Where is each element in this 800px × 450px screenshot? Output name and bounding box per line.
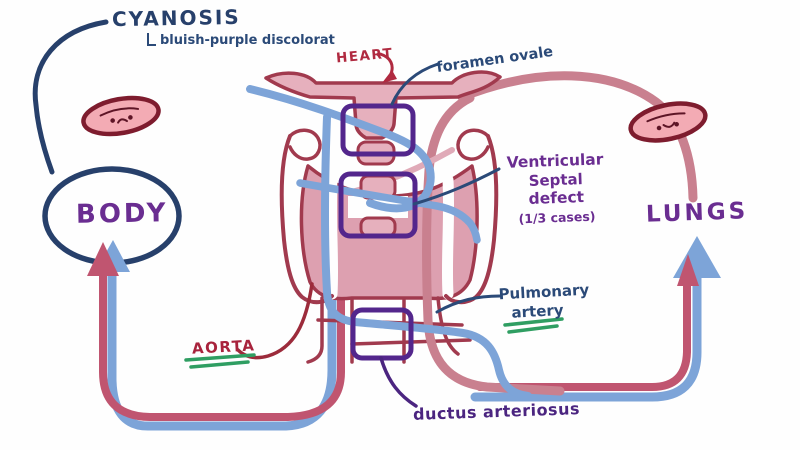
- blue-vertical-ductus-vessel: [321, 113, 532, 400]
- lungs-label: LUNGS: [645, 198, 749, 228]
- lungs-arrow-icon: [673, 236, 721, 278]
- heart-right-auricle: [456, 128, 490, 161]
- heart-arrow-icon: [382, 70, 397, 83]
- vsd-line3: defect: [528, 187, 585, 208]
- ventricular-septal-defect-label: Ventricular Septal defect (1/3 cases): [493, 150, 619, 227]
- cyanosis-subtitle-text: bluish-purple discolorat: [160, 33, 335, 48]
- sad-red-blood-cell: [81, 95, 161, 137]
- heart-channel-left: [325, 174, 339, 300]
- artery-underline-icon: [503, 317, 564, 334]
- lungs-circuit-rose-vessel: [457, 71, 698, 203]
- lungs-arrow-red-icon: [677, 254, 699, 286]
- cyanosis-subtitle: bluish-purple discolorat: [147, 31, 335, 48]
- vsd-pointer-line: [412, 167, 501, 206]
- foramen-pointer-line: [390, 62, 440, 106]
- heart-left-wall: [279, 134, 334, 305]
- body-label: BODY: [75, 198, 169, 230]
- blue-vsd-crossing-vessel: [296, 179, 481, 244]
- pulmonary-artery-label: Pulmonary artery: [498, 281, 591, 323]
- body-return-red-vessel: [99, 254, 345, 421]
- blue-diagonal-vessel: [246, 85, 435, 213]
- foramen-ovale-box: [340, 103, 416, 157]
- vessel-line-4: [436, 296, 460, 356]
- body-arrow-red-icon: [87, 242, 119, 276]
- pulmonary-trunk-vessel: [422, 93, 565, 396]
- vsd-septum-tab-bottom: [359, 216, 397, 238]
- aorta-label: AORTA: [191, 336, 256, 358]
- lungs-return-red-vessel: [476, 270, 691, 391]
- vessel-line-1: [306, 296, 324, 364]
- lungs-return-blue-vessel: [470, 265, 702, 402]
- aorta-underline-icon: [184, 353, 256, 369]
- heart-channel-right: [441, 174, 455, 300]
- pulmonary-pointer-line: [435, 294, 502, 314]
- cyanosis-pointer-line: [32, 19, 109, 175]
- elbow-pointer-icon: [147, 33, 156, 46]
- ductus-pointer-line: [379, 356, 418, 408]
- heart-left-auricle: [288, 128, 322, 161]
- cyanosis-label: CYANOSIS: [111, 4, 241, 32]
- happy-red-blood-cell: [628, 101, 708, 143]
